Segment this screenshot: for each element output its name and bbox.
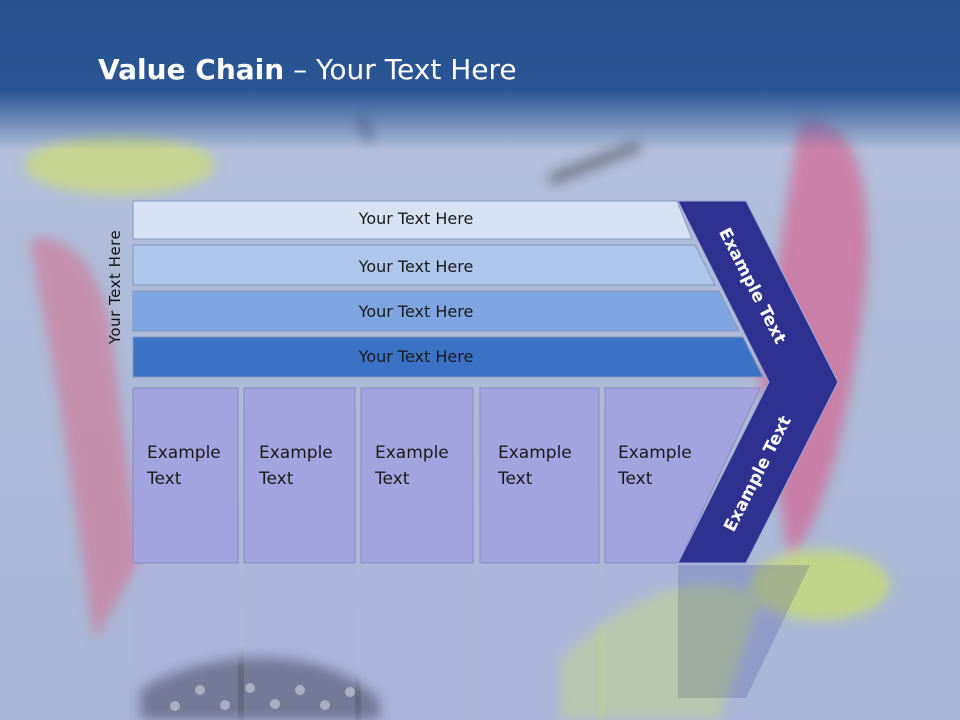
bar-1-label: Your Text Here bbox=[358, 209, 474, 228]
bar-1-shape bbox=[132, 200, 693, 240]
column-1-line2: Text bbox=[146, 469, 182, 489]
bar-2: Your Text Here bbox=[132, 244, 716, 286]
reflection-chevron bbox=[678, 565, 810, 698]
slide-title: Value Chain – Your Text Here bbox=[98, 53, 517, 86]
column-2-line1: Example bbox=[259, 443, 333, 463]
bar-4-label: Your Text Here bbox=[358, 347, 474, 366]
column-5: Example Text bbox=[604, 387, 761, 564]
column-1: Example Text bbox=[132, 387, 239, 564]
column-4: Example Text bbox=[479, 387, 600, 564]
column-4-shape bbox=[479, 387, 600, 564]
column-2-shape bbox=[243, 387, 356, 564]
column-2: Example Text bbox=[243, 387, 356, 564]
column-3: Example Text bbox=[360, 387, 474, 564]
bar-2-shape bbox=[132, 244, 716, 286]
header-band bbox=[0, 0, 960, 150]
column-4-line2: Text bbox=[497, 469, 533, 489]
column-1-line1: Example bbox=[147, 443, 221, 463]
column-3-line1: Example bbox=[375, 443, 449, 463]
bar-2-label: Your Text Here bbox=[358, 257, 474, 276]
bar-3-shape bbox=[132, 290, 740, 332]
bar-3: Your Text Here bbox=[132, 290, 740, 332]
bar-4-shape bbox=[132, 336, 764, 378]
reflection-column-1 bbox=[133, 565, 238, 720]
title-bold: Value Chain bbox=[98, 53, 285, 86]
column-5-line1: Example bbox=[618, 443, 692, 463]
title-rest: – Your Text Here bbox=[284, 53, 517, 86]
diagram-reflection bbox=[133, 565, 810, 720]
column-2-line2: Text bbox=[258, 469, 294, 489]
column-3-line2: Text bbox=[374, 469, 410, 489]
reflection-column-5 bbox=[605, 565, 751, 720]
reflection-column-2 bbox=[244, 565, 355, 720]
column-3-shape bbox=[360, 387, 474, 564]
bar-4: Your Text Here bbox=[132, 336, 764, 378]
reflection-column-3 bbox=[361, 565, 473, 720]
chevron-shape bbox=[677, 200, 839, 564]
column-1-shape bbox=[132, 387, 239, 564]
reflection-column-4 bbox=[480, 565, 599, 720]
bar-3-label: Your Text Here bbox=[358, 302, 474, 321]
bar-1: Your Text Here bbox=[132, 200, 693, 240]
column-5-line2: Text bbox=[617, 469, 653, 489]
column-4-line1: Example bbox=[498, 443, 572, 463]
